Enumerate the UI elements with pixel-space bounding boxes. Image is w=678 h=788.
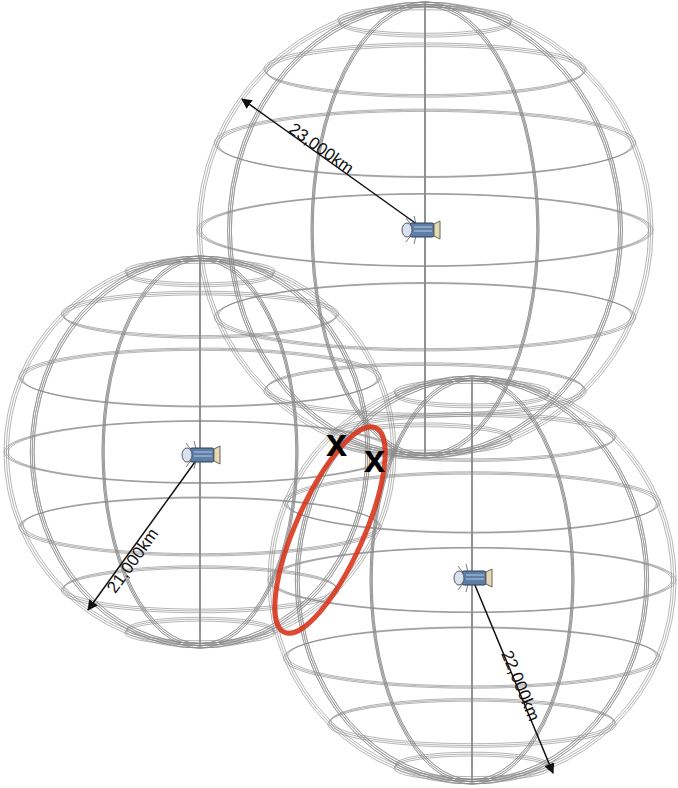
satellite-icon [402, 216, 440, 244]
intersection-mark: x [326, 424, 347, 462]
satellite-icon [182, 441, 220, 469]
intersection-circle [253, 414, 406, 646]
intersection-mark: x [364, 440, 385, 478]
radius-label: 23,000km [286, 120, 357, 177]
satellite-icon [454, 564, 492, 592]
